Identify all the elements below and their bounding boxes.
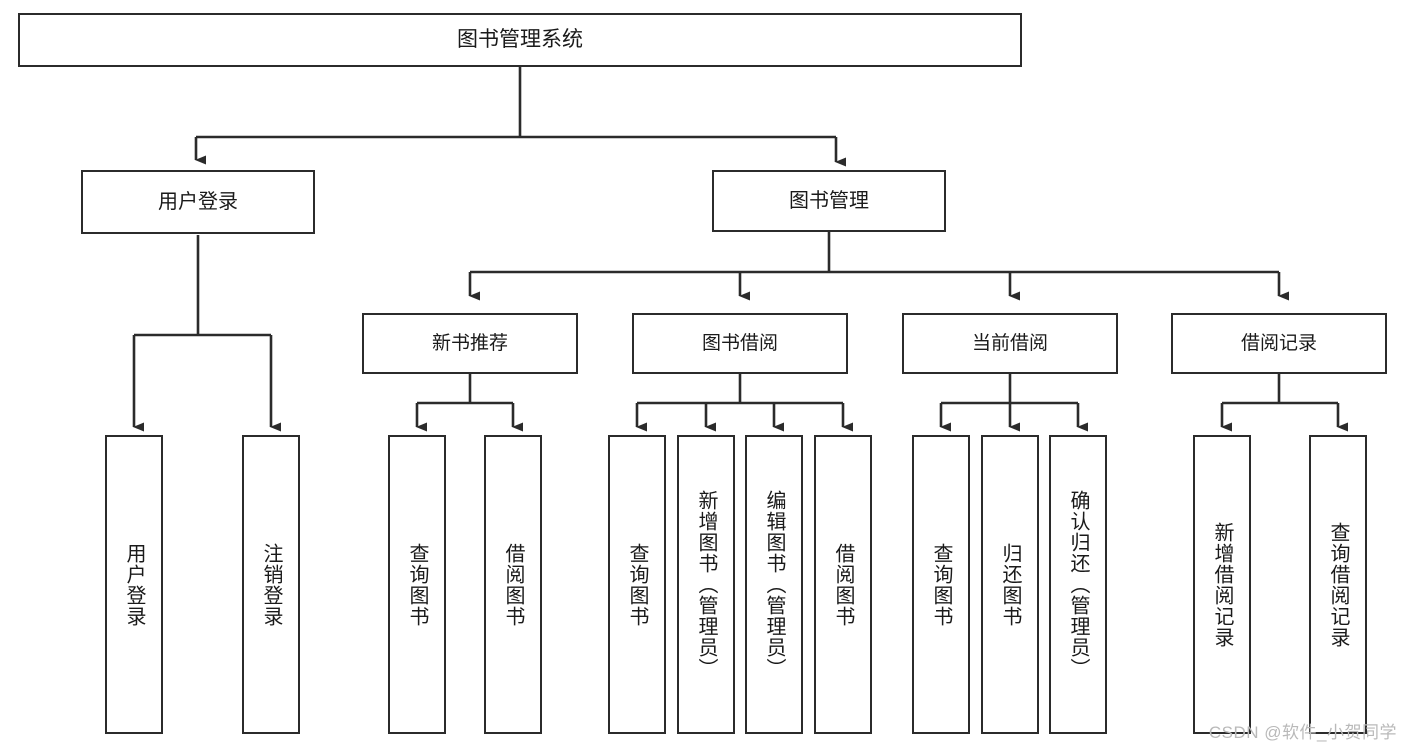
node-label: 归还图书 [999,542,1021,627]
node-label: 编辑图书（管理员） [763,490,785,679]
leaf-new-book-borrow[interactable]: 借阅图书 [484,435,542,734]
node-book-management[interactable]: 图书管理 [712,170,946,232]
node-label: 确认归还（管理员） [1067,490,1089,679]
leaf-borrow-record-query[interactable]: 查询借阅记录 [1309,435,1367,734]
node-label: 查询图书 [626,542,648,627]
node-label: 新增图书（管理员） [695,490,717,679]
node-label: 新书推荐 [431,332,508,354]
leaf-user-login-logout[interactable]: 注销登录 [242,435,300,734]
leaf-book-borrow-borrow[interactable]: 借阅图书 [814,435,872,734]
node-label: 用户登录 [158,190,238,213]
node-label: 用户登录 [123,542,145,627]
node-label: 图书管理 [789,189,869,212]
node-book-borrow[interactable]: 图书借阅 [632,313,848,374]
node-label: 图书借阅 [701,332,778,354]
node-current-borrow[interactable]: 当前借阅 [902,313,1118,374]
leaf-book-borrow-edit[interactable]: 编辑图书（管理员） [745,435,803,734]
node-root-book-management-system[interactable]: 图书管理系统 [18,13,1022,67]
node-label: 新增借阅记录 [1211,521,1233,648]
leaf-current-borrow-confirm-return[interactable]: 确认归还（管理员） [1049,435,1107,734]
leaf-current-borrow-return[interactable]: 归还图书 [981,435,1039,734]
node-label: 借阅图书 [502,542,524,627]
watermark: CSDN @软件_小贺同学 [1208,723,1397,742]
node-new-book-recommend[interactable]: 新书推荐 [362,313,578,374]
node-label: 查询图书 [930,542,952,627]
leaf-new-book-query[interactable]: 查询图书 [388,435,446,734]
leaf-borrow-record-add[interactable]: 新增借阅记录 [1193,435,1251,734]
node-label: 注销登录 [260,542,282,627]
node-label: 当前借阅 [971,332,1048,354]
leaf-user-login-login[interactable]: 用户登录 [105,435,163,734]
leaf-book-borrow-add[interactable]: 新增图书（管理员） [677,435,735,734]
node-label: 图书管理系统 [457,27,583,51]
node-label: 查询借阅记录 [1327,521,1349,648]
node-user-login[interactable]: 用户登录 [81,170,315,234]
leaf-current-borrow-query[interactable]: 查询图书 [912,435,970,734]
node-label: 查询图书 [406,542,428,627]
node-borrow-record[interactable]: 借阅记录 [1171,313,1387,374]
node-label: 借阅记录 [1240,332,1317,354]
node-label: 借阅图书 [832,542,854,627]
leaf-book-borrow-query[interactable]: 查询图书 [608,435,666,734]
